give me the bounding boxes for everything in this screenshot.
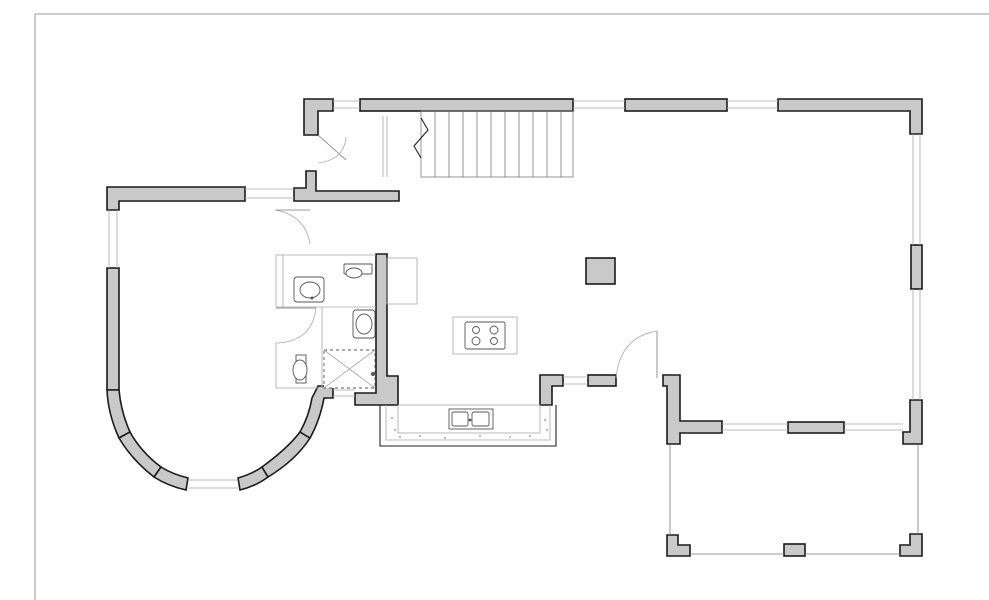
wall-entry-corner — [303, 98, 334, 136]
bathroom — [275, 254, 376, 389]
wall-top-right-corner — [777, 98, 923, 135]
wall-bay-arc-3 — [152, 465, 189, 491]
porch-column-right — [899, 533, 923, 557]
washbasin-icon-2 — [352, 309, 376, 339]
exterior-walls — [106, 98, 923, 557]
kitchen-sink-icon — [448, 408, 494, 430]
wall-bay-arc-2 — [117, 430, 163, 479]
kitchen — [379, 257, 557, 447]
wall-bay-left — [106, 267, 120, 391]
wall-right-pier — [910, 244, 923, 290]
windows — [108, 100, 921, 489]
column-icon — [585, 257, 616, 285]
shower-icon — [323, 349, 376, 389]
wall-bay-top — [106, 186, 246, 211]
porch-column-mid — [783, 543, 806, 557]
staircase-icon — [413, 110, 574, 178]
toilet-icon-2 — [292, 354, 308, 384]
doors — [274, 116, 658, 379]
wall-hall-inner — [293, 170, 400, 202]
wall-living-partition — [662, 374, 723, 445]
wall-top-2 — [624, 98, 728, 112]
wall-bay-arc-5 — [260, 430, 312, 479]
toilet-icon — [343, 263, 373, 279]
porch-column-left — [666, 534, 691, 557]
wall-door-jamb — [587, 374, 617, 387]
wall-living-bottom — [787, 421, 845, 434]
porch — [669, 444, 919, 555]
sheet-border — [34, 13, 989, 600]
wall-kitchen-bay-right — [539, 374, 564, 406]
wall-bay-arc-6 — [298, 385, 334, 440]
washbasin-icon — [293, 276, 325, 303]
cooktop-icon — [452, 316, 518, 355]
wall-top-1 — [359, 98, 574, 112]
wall-right-bottom-corner — [902, 399, 923, 445]
wall-bay-arc-1 — [106, 389, 132, 440]
